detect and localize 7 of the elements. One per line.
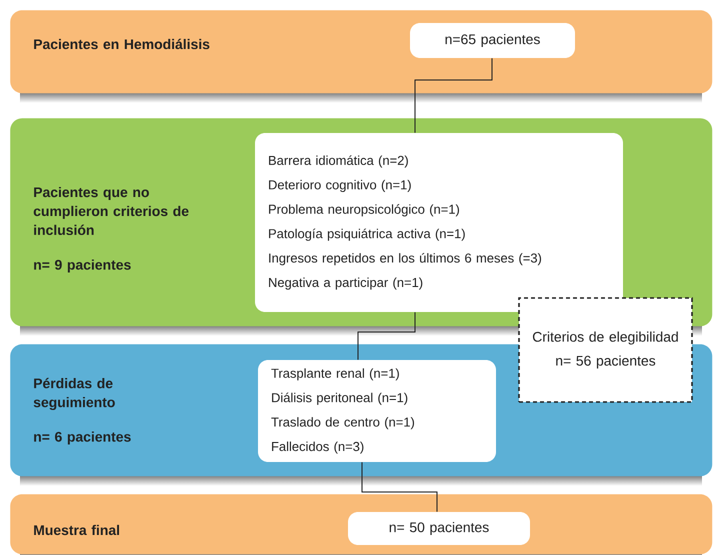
connector-line [362, 462, 438, 512]
connector-line [414, 58, 492, 134]
count-box: n=65 pacientes [410, 23, 575, 58]
dashed-box: Criterios de elegibilidad n= 56 pacientes [518, 297, 693, 403]
count-box: n= 50 pacientes [348, 512, 530, 545]
list-box: Trasplante renal (n=1) Diálisis peritoneal (n=1) Traslado de centro (n=1) Fallecidos (n=3) [258, 360, 496, 462]
connector-line [358, 312, 416, 360]
